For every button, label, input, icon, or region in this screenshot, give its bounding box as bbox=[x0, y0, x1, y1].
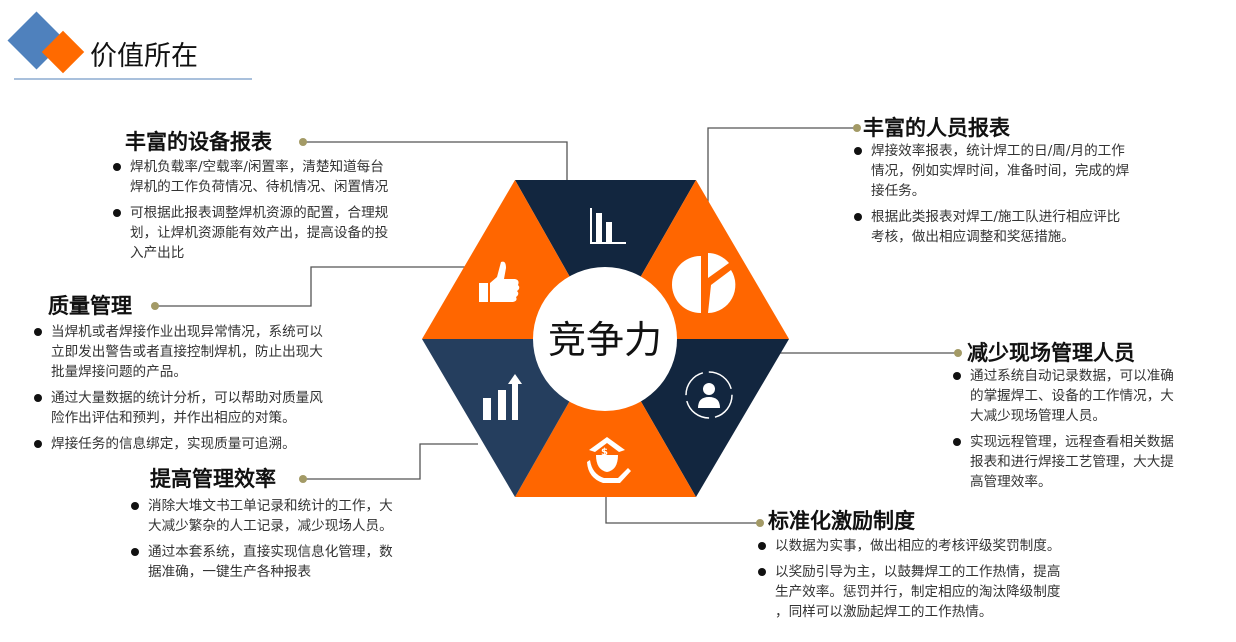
bullet-item: 通过本套系统，直接实现信息化管理，数据准确，一键生产各种报表 bbox=[131, 542, 393, 582]
user-cycle-icon bbox=[685, 371, 733, 419]
connector-incentive bbox=[605, 497, 760, 524]
hex-segment-money-hand bbox=[515, 339, 696, 497]
bullet-item: 焊机负载率/空载率/闲置率，清楚知道每台焊机的工作负荷情况、待机情况、闲置情况 bbox=[113, 157, 389, 197]
bullet-item: 实现远程管理，远程查看相关数据报表和进行焊接工艺管理，大大提高管理效率。 bbox=[953, 432, 1174, 492]
hex-segment-bar-chart bbox=[515, 180, 696, 339]
connector-quality bbox=[155, 266, 465, 307]
bullet-text-line: 据准确，一键生产各种报表 bbox=[148, 564, 312, 580]
bullet-dot-icon bbox=[854, 147, 862, 155]
bullet-text-line: 焊机负载率/空载率/闲置率，清楚知道每台 bbox=[130, 159, 384, 175]
bullet-dot-icon bbox=[34, 394, 42, 402]
bullet-item: 以数据为实事，做出相应的考核评级奖罚制度。 bbox=[758, 536, 1061, 556]
bullet-text-line: 考核，做出相应调整和奖惩措施。 bbox=[871, 229, 1075, 245]
bar-chart-icon bbox=[590, 208, 626, 244]
connector-dot bbox=[853, 124, 861, 132]
bullet-item: 以奖励引导为主，以鼓舞焊工的工作热情，提高生产效率。惩罚并行，制定相应的淘汰降级… bbox=[758, 562, 1061, 622]
connector-device-report bbox=[303, 141, 568, 182]
bullet-text-line: 通过大量数据的统计分析，可以帮助对质量风 bbox=[51, 390, 323, 406]
bullet-dot-icon bbox=[34, 440, 42, 448]
thumbs-up-icon bbox=[479, 261, 520, 302]
bullet-text-line: 通过系统自动记录数据，可以准确 bbox=[970, 368, 1174, 384]
bullet-text-line: 高管理效率。 bbox=[970, 474, 1052, 490]
bullet-text-line: 生产效率。惩罚并行，制定相应的淘汰降级制度 bbox=[775, 584, 1061, 600]
bullet-item: 通过系统自动记录数据，可以准确的掌握焊工、设备的工作情况，大大减少现场管理人员。 bbox=[953, 366, 1174, 426]
bullet-dot-icon bbox=[131, 548, 139, 556]
center-circle bbox=[533, 267, 677, 411]
bullet-text-line: 的掌握焊工、设备的工作情况，大 bbox=[970, 388, 1174, 404]
bullet-item: 焊接任务的信息绑定，实现质量可追溯。 bbox=[34, 434, 323, 454]
bullet-text-line: 报表和进行焊接工艺管理，大大提 bbox=[970, 454, 1174, 470]
bullet-text-line: ，同样可以激励起焊工的工作热情。 bbox=[775, 604, 993, 620]
bullet-dot-icon bbox=[854, 213, 862, 221]
bullet-item: 根据此类报表对焊工/施工队进行相应评比考核，做出相应调整和奖惩措施。 bbox=[854, 207, 1129, 247]
bullet-list-device-report: 焊机负载率/空载率/闲置率，清楚知道每台焊机的工作负荷情况、待机情况、闲置情况可… bbox=[113, 157, 389, 269]
bullet-text-line: 焊接效率报表，统计焊工的日/周/月的工作 bbox=[871, 143, 1125, 159]
bullet-list-reduce-staff: 通过系统自动记录数据，可以准确的掌握焊工、设备的工作情况，大大减少现场管理人员。… bbox=[953, 366, 1174, 498]
center-label: 竞争力 bbox=[548, 318, 662, 362]
bullet-text-line: 消除大堆文书工单记录和统计的工作，大 bbox=[148, 498, 393, 514]
section-title-reduce-staff: 减少现场管理人员 bbox=[967, 340, 1135, 365]
bullet-text-line: 情况，例如实焊时间，准备时间，完成的焊 bbox=[871, 163, 1130, 179]
section-title-device-report: 丰富的设备报表 bbox=[125, 129, 272, 154]
connector-personnel-report bbox=[707, 127, 855, 205]
bullet-text-line: 划，让焊机资源能有效产出，提高设备的投 bbox=[130, 225, 389, 241]
bullet-dot-icon bbox=[758, 568, 766, 576]
connector-dot bbox=[299, 475, 307, 483]
connector-dot bbox=[299, 138, 307, 146]
connector-efficiency bbox=[303, 443, 478, 480]
bullet-text-line: 通过本套系统，直接实现信息化管理，数 bbox=[148, 544, 393, 560]
connector-dot bbox=[954, 349, 962, 357]
bullet-list-personnel-report: 焊接效率报表，统计焊工的日/周/月的工作情况，例如实焊时间，准备时间，完成的焊接… bbox=[854, 141, 1130, 253]
bullet-dot-icon bbox=[113, 163, 121, 171]
bullet-text-line: 立即发出警告或者直接控制焊机，防止出现大 bbox=[51, 344, 323, 360]
bullet-dot-icon bbox=[113, 209, 121, 217]
bullet-text-line: 大减少现场管理人员。 bbox=[970, 408, 1106, 424]
money-hand-icon: $ bbox=[587, 437, 631, 483]
bullet-text-line: 焊机的工作负荷情况、待机情况、闲置情况 bbox=[130, 179, 389, 195]
bullet-dot-icon bbox=[953, 438, 961, 446]
bullet-text-line: 批量焊接问题的产品。 bbox=[51, 364, 187, 380]
bullet-text-line: 大减少繁杂的人工记录，减少现场人员。 bbox=[148, 518, 393, 534]
bullet-text-line: 实现远程管理，远程查看相关数据 bbox=[970, 434, 1174, 450]
bullet-text-line: 险作出评估和预判，并作出相应的对策。 bbox=[51, 410, 296, 426]
section-title-efficiency: 提高管理效率 bbox=[150, 466, 276, 491]
growth-chart-icon bbox=[483, 374, 522, 420]
bullet-text-line: 根据此类报表对焊工/施工队进行相应评比 bbox=[871, 209, 1121, 225]
connector-dot bbox=[756, 519, 764, 527]
bullet-text-line: 可根据此报表调整焊机资源的配置，合理规 bbox=[130, 205, 389, 221]
section-title-personnel-report: 丰富的人员报表 bbox=[863, 115, 1010, 140]
bullet-text-line: 当焊机或者焊接作业出现异常情况，系统可以 bbox=[51, 324, 323, 340]
pie-chart-icon bbox=[671, 253, 736, 314]
bullet-dot-icon bbox=[758, 542, 766, 550]
bullet-text-line: 焊接任务的信息绑定，实现质量可追溯。 bbox=[51, 436, 296, 452]
section-title-quality: 质量管理 bbox=[48, 293, 132, 318]
bullet-list-efficiency: 消除大堆文书工单记录和统计的工作，大大减少繁杂的人工记录，减少现场人员。通过本套… bbox=[131, 496, 393, 588]
bullet-text-line: 以数据为实事，做出相应的考核评级奖罚制度。 bbox=[775, 538, 1061, 554]
bullet-item: 当焊机或者焊接作业出现异常情况，系统可以立即发出警告或者直接控制焊机，防止出现大… bbox=[34, 322, 323, 382]
bullet-dot-icon bbox=[953, 372, 961, 380]
page-title: 价值所在 bbox=[90, 41, 198, 72]
connector-dot bbox=[151, 302, 159, 310]
bullet-dot-icon bbox=[131, 502, 139, 510]
bullet-item: 通过大量数据的统计分析，可以帮助对质量风险作出评估和预判，并作出相应的对策。 bbox=[34, 388, 323, 428]
svg-text:$: $ bbox=[601, 447, 608, 458]
bullet-text-line: 接任务。 bbox=[871, 183, 926, 199]
bullet-dot-icon bbox=[34, 328, 42, 336]
bullet-list-incentive: 以数据为实事，做出相应的考核评级奖罚制度。以奖励引导为主，以鼓舞焊工的工作热情，… bbox=[758, 536, 1061, 628]
bullet-item: 可根据此报表调整焊机资源的配置，合理规划，让焊机资源能有效产出，提高设备的投入产… bbox=[113, 203, 389, 263]
bullet-list-quality: 当焊机或者焊接作业出现异常情况，系统可以立即发出警告或者直接控制焊机，防止出现大… bbox=[34, 322, 323, 460]
bullet-text-line: 以奖励引导为主，以鼓舞焊工的工作热情，提高 bbox=[775, 564, 1061, 580]
bullet-item: 焊接效率报表，统计焊工的日/周/月的工作情况，例如实焊时间，准备时间，完成的焊接… bbox=[854, 141, 1130, 201]
title-rule bbox=[14, 78, 252, 80]
bullet-item: 消除大堆文书工单记录和统计的工作，大大减少繁杂的人工记录，减少现场人员。 bbox=[131, 496, 393, 536]
bullet-text-line: 入产出比 bbox=[130, 245, 185, 261]
section-title-incentive: 标准化激励制度 bbox=[768, 508, 915, 533]
